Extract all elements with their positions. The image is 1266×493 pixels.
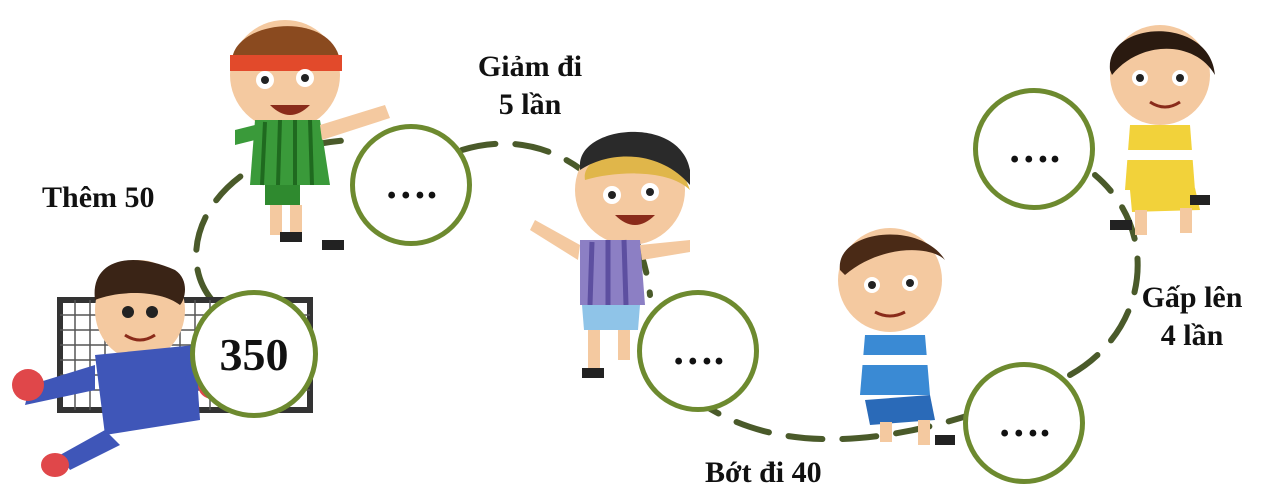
- operation-1-line1: Thêm 50: [42, 181, 155, 214]
- headband-boy-illustration: [230, 20, 390, 250]
- operation-3-line1: Bớt đi 40: [705, 456, 822, 489]
- operation-2-line1: Giảm đi: [477, 50, 583, 83]
- operation-2-line2: 5 lần: [498, 88, 562, 121]
- operation-4-line2: 4 lần: [1160, 319, 1224, 352]
- step-circle-3[interactable]: ….: [637, 290, 759, 412]
- running-boy-blue-illustration: [838, 228, 955, 445]
- step-circle-1: 350: [190, 290, 318, 418]
- step-circle-4[interactable]: ….: [963, 362, 1085, 484]
- step-circle-2[interactable]: ….: [350, 124, 472, 246]
- operation-label-4: Gấp lên 4 lần: [1127, 279, 1257, 355]
- operation-4-line1: Gấp lên: [1141, 281, 1243, 314]
- operation-label-1: Thêm 50: [42, 179, 155, 217]
- step-value-3: ….: [671, 328, 725, 374]
- step-value-2: ….: [384, 162, 438, 208]
- step-value-1: 350: [219, 328, 289, 380]
- operation-label-2: Giảm đi 5 lần: [460, 48, 600, 124]
- arc-step4-to-step5: [1067, 172, 1141, 378]
- cap-boy-illustration: [530, 131, 690, 378]
- arc-step1-to-step2: [193, 137, 353, 303]
- step-value-5: ….: [1007, 126, 1061, 172]
- step-circle-5[interactable]: ….: [973, 88, 1095, 210]
- running-boy-yellow-illustration: [1109, 25, 1215, 235]
- step-value-4: ….: [997, 400, 1051, 446]
- operation-label-3: Bớt đi 40: [705, 454, 822, 492]
